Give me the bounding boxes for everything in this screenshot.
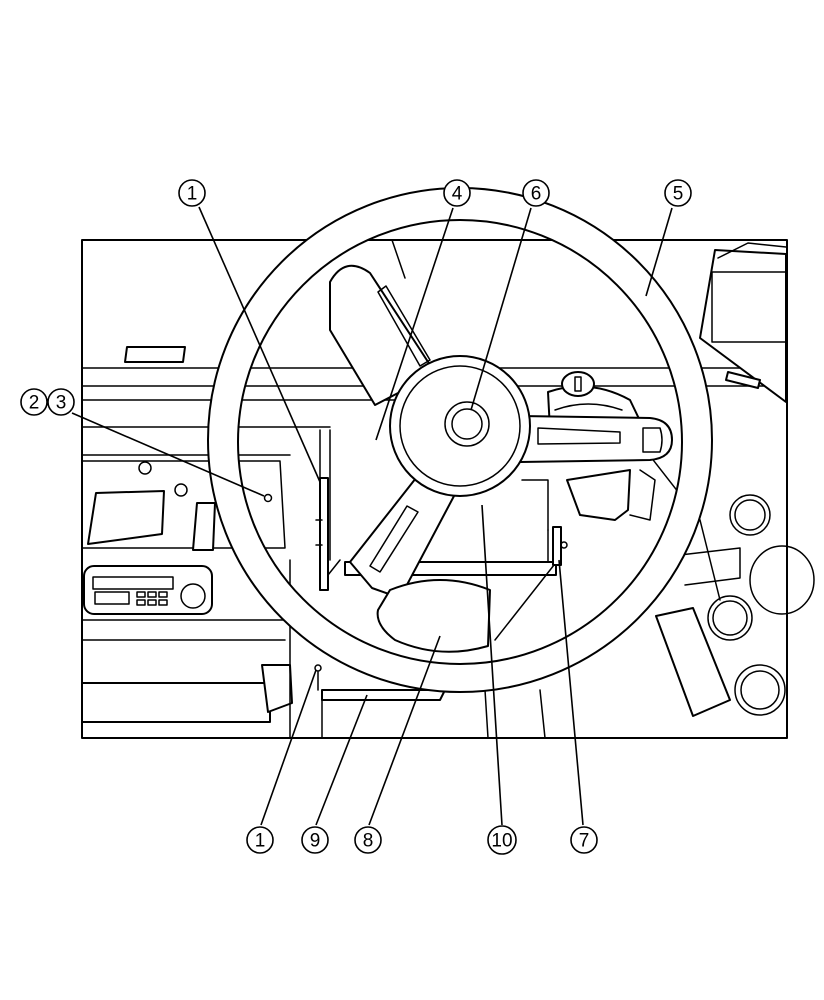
callout-1-bottom: 1 bbox=[246, 826, 274, 854]
leader-lines bbox=[71, 206, 673, 826]
steering-wheel-hub bbox=[389, 355, 531, 497]
callout-10: 10 bbox=[487, 825, 517, 855]
figure-frame bbox=[81, 239, 788, 739]
callout-5: 5 bbox=[664, 179, 692, 207]
callout-label: 4 bbox=[452, 184, 463, 205]
callout-label: 8 bbox=[363, 831, 374, 852]
callout-6: 6 bbox=[522, 179, 550, 207]
dash-label-plate bbox=[124, 346, 186, 363]
callout-2: 2 bbox=[20, 388, 48, 416]
callout-1-top: 1 bbox=[178, 179, 206, 207]
column-bracket-left bbox=[319, 477, 329, 591]
callouts: 1 4 6 5 2 3 1 9 bbox=[20, 179, 692, 855]
callout-7: 7 bbox=[570, 826, 598, 854]
callout-8: 8 bbox=[354, 826, 382, 854]
lower-console bbox=[81, 682, 271, 723]
dash-display-left bbox=[87, 490, 165, 545]
callout-3: 3 bbox=[47, 388, 75, 416]
callout-label: 5 bbox=[673, 184, 684, 205]
dash-knob bbox=[138, 461, 152, 475]
horn-button bbox=[444, 401, 490, 447]
callout-label: 10 bbox=[491, 831, 512, 852]
callout-label: 2 bbox=[29, 393, 40, 414]
callout-label: 7 bbox=[579, 831, 590, 852]
right-panel-strip bbox=[655, 607, 731, 717]
callout-9: 9 bbox=[301, 826, 329, 854]
callout-4: 4 bbox=[443, 179, 471, 207]
callout-label: 6 bbox=[531, 184, 542, 205]
steering-wheel-spoke-lower bbox=[376, 579, 491, 653]
callout-label: 1 bbox=[255, 831, 266, 852]
radio-unit bbox=[83, 565, 213, 615]
callout-label: 1 bbox=[187, 184, 198, 205]
radio-knob bbox=[180, 583, 206, 609]
steering-wheel bbox=[207, 187, 713, 693]
steering-wheel-spoke-right bbox=[519, 415, 673, 463]
callout-label: 9 bbox=[310, 831, 321, 852]
dashboard bbox=[81, 239, 815, 739]
dash-panel-small bbox=[192, 502, 216, 551]
column-skirt bbox=[321, 689, 446, 701]
callout-label: 3 bbox=[56, 393, 67, 414]
dash-knob bbox=[174, 483, 188, 497]
mounting-point bbox=[263, 493, 273, 503]
column-bracket-right bbox=[552, 526, 562, 566]
right-display bbox=[699, 242, 787, 403]
steering-wheel-spoke-upper-left bbox=[329, 264, 433, 406]
console-box bbox=[261, 664, 293, 713]
